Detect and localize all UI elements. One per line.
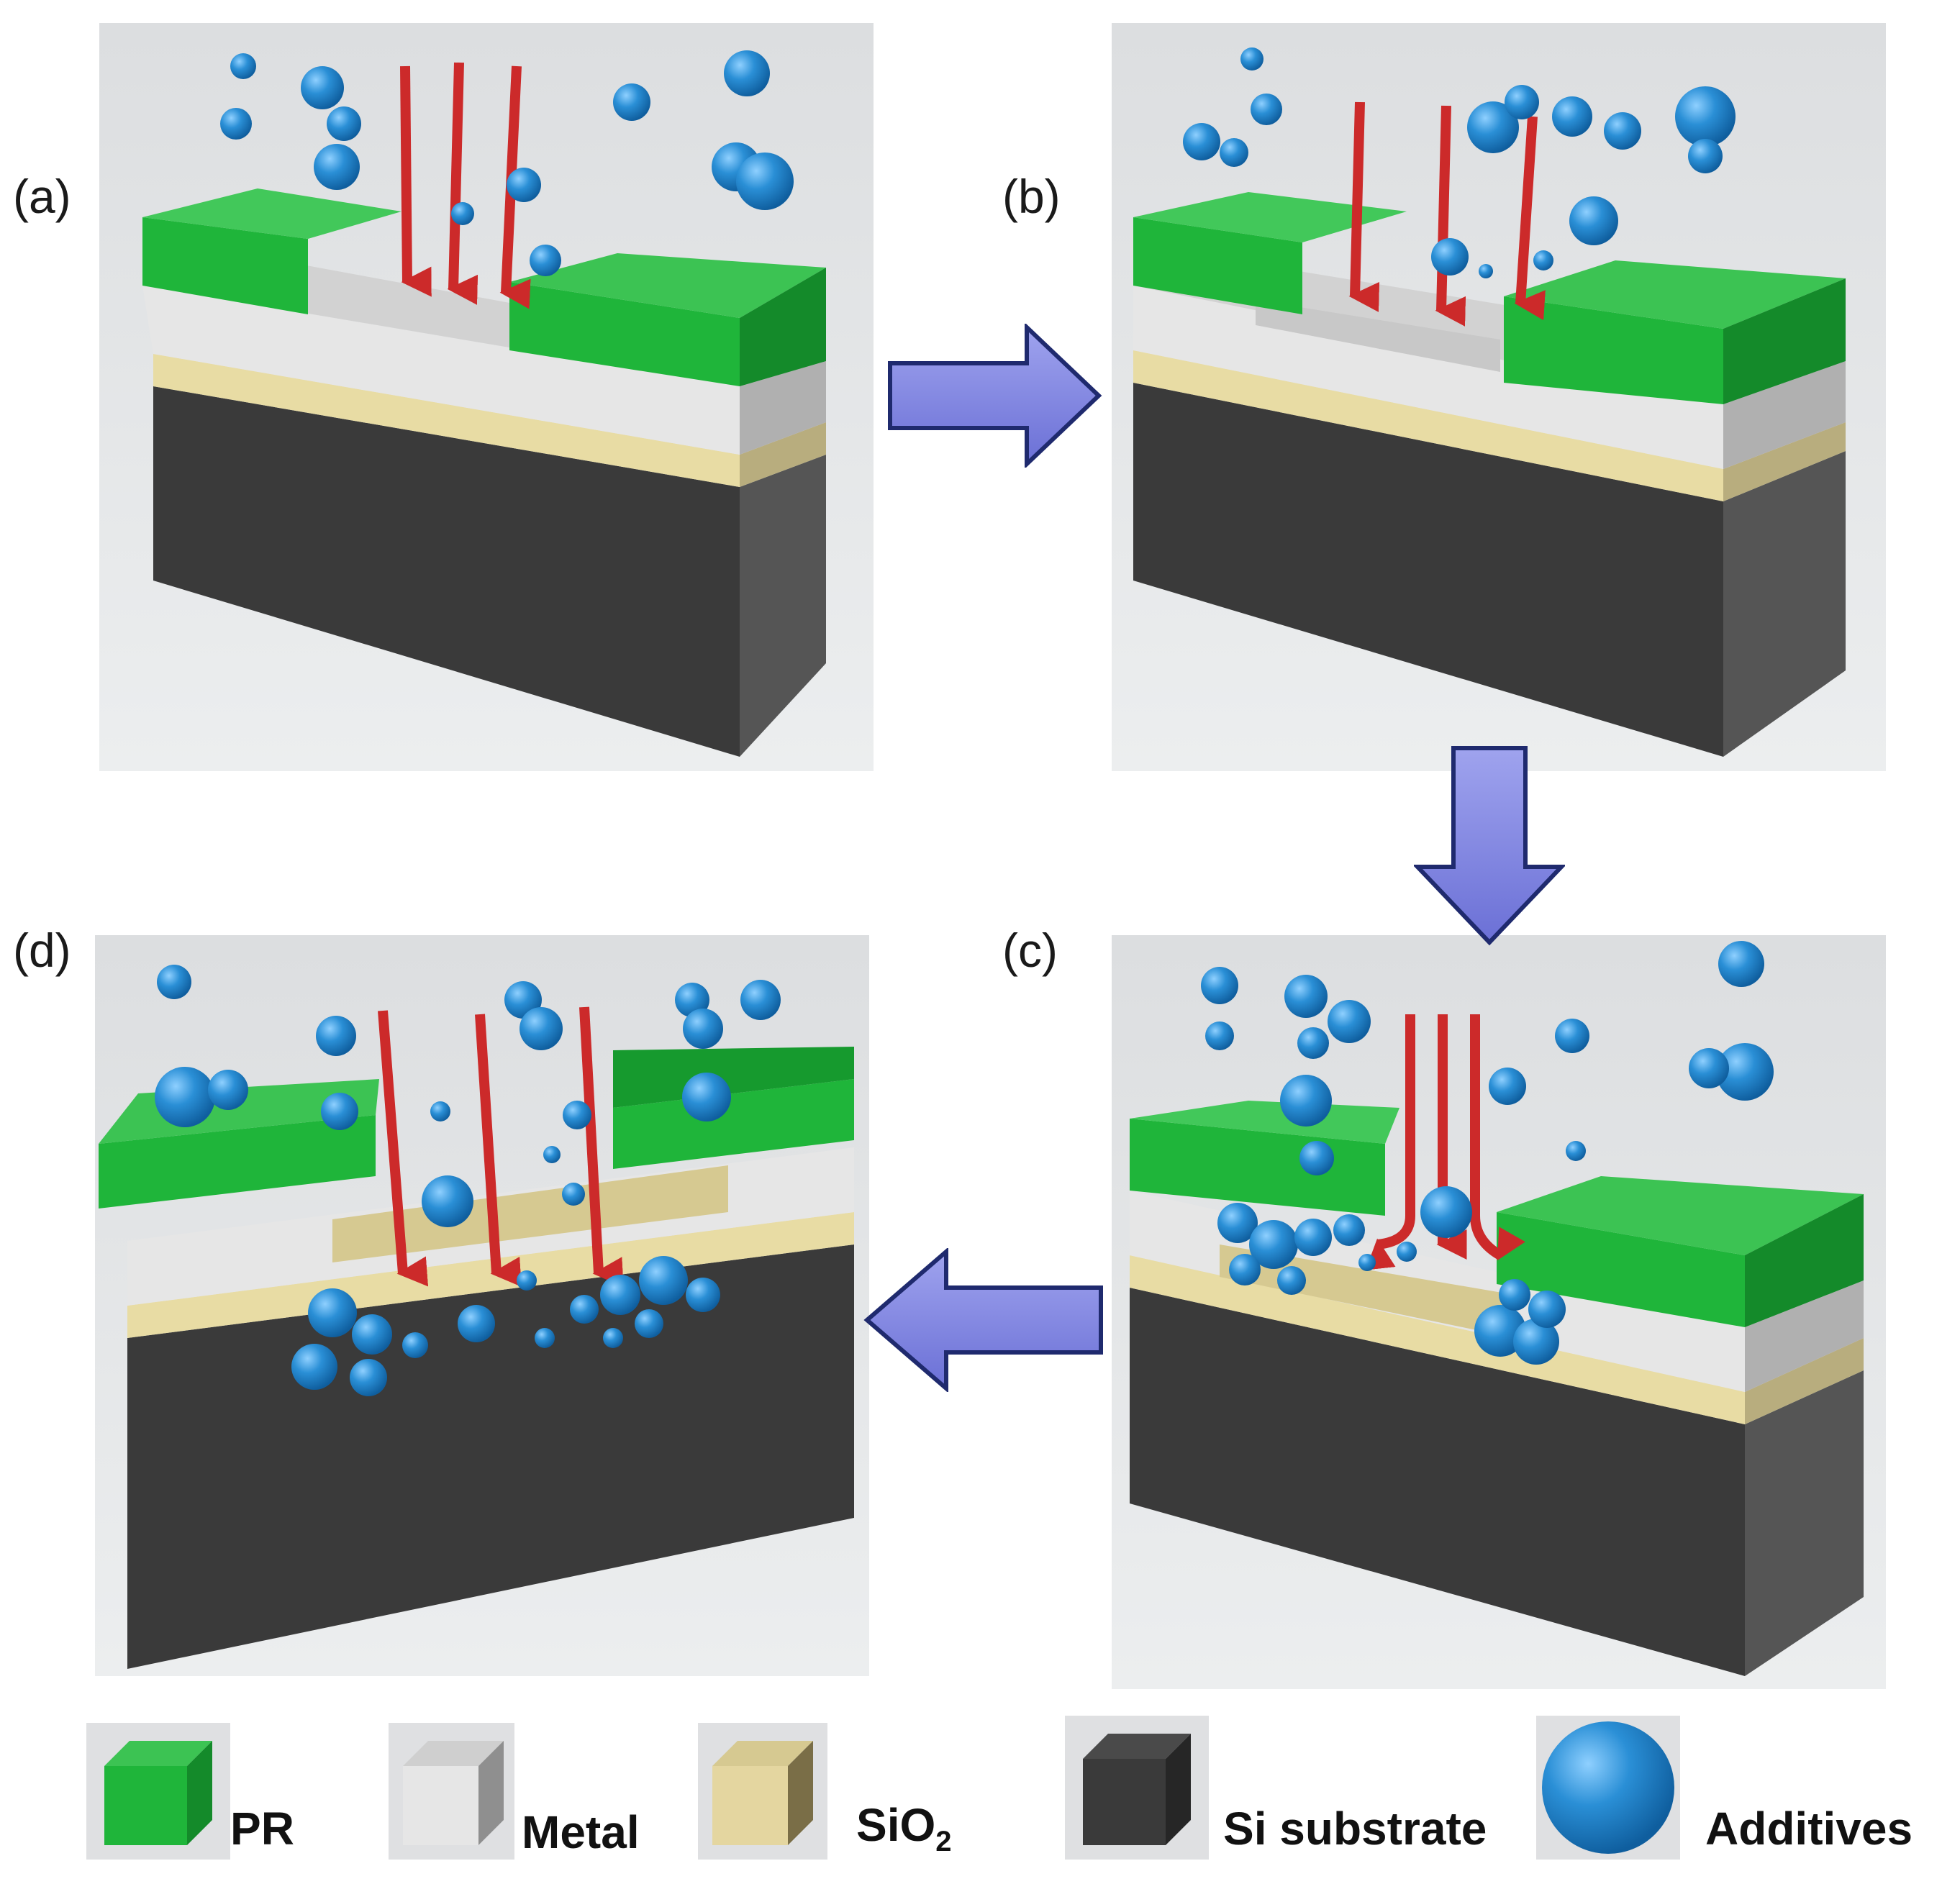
- panel-label-d: (d): [13, 924, 71, 977]
- flow-arrow-down: [1414, 746, 1565, 946]
- panel-c: [1112, 935, 1886, 1689]
- pr-block-left-top: [1130, 1101, 1399, 1144]
- panel-label-c: (c): [1002, 924, 1058, 977]
- ion-arrow: [378, 1010, 429, 1287]
- panel-a: [99, 23, 874, 771]
- pr-block-right-front: [613, 1079, 854, 1169]
- pr-block-right-front: [1504, 296, 1723, 404]
- si-substrate-swatch-icon: [1065, 1716, 1209, 1860]
- ion-arrow: [400, 65, 432, 297]
- panel-d: [95, 935, 869, 1676]
- exposed-sio2-trench: [332, 1165, 728, 1262]
- ion-arrow: [447, 62, 478, 305]
- panel-c-diagram: [1112, 935, 1886, 1689]
- panel-label-b: (b): [1002, 170, 1061, 223]
- si-substrate-front: [153, 386, 740, 757]
- sio2-swatch-icon: [698, 1723, 827, 1860]
- metal-layer-side: [1745, 1280, 1864, 1392]
- additives-swatch-icon: [1536, 1716, 1680, 1860]
- flow-arrow-right: [888, 324, 1102, 468]
- pr-swatch-icon: [86, 1723, 230, 1860]
- panel-a-diagram: [99, 23, 874, 771]
- pr-block-left-front: [142, 217, 308, 314]
- panel-b: [1112, 23, 1886, 771]
- additives-legend-label: Additives: [1705, 1803, 1913, 1855]
- si-substrate-front: [1130, 1288, 1745, 1676]
- pr-block-right-side: [1723, 278, 1846, 404]
- panel-d-diagram: [95, 935, 869, 1676]
- ion-arrow: [475, 1014, 522, 1287]
- sio2-layer-front: [1130, 1255, 1745, 1424]
- etched-recess: [1256, 300, 1500, 372]
- pr-block-right-front: [509, 282, 740, 386]
- pr-block-right-top: [509, 253, 826, 318]
- sio2-layer-front: [1133, 350, 1723, 501]
- si-substrate-side: [740, 455, 826, 757]
- pr-block-right-front: [1497, 1212, 1745, 1327]
- metal-layer-side: [740, 361, 826, 455]
- pr-block-right-side: [740, 268, 826, 386]
- additive-bubbles: [1201, 941, 1774, 1365]
- si-substrate-legend-label: Si substrate: [1223, 1803, 1487, 1855]
- pr-block-right-top: [1504, 260, 1846, 329]
- metal-layer-front: [1133, 286, 1723, 469]
- si-substrate-front: [1133, 383, 1723, 757]
- ion-arrow: [1514, 116, 1546, 321]
- ion-arrow: [1365, 1014, 1415, 1270]
- pr-block-right-top: [1497, 1176, 1864, 1255]
- si-substrate-side: [1745, 1370, 1864, 1676]
- pr-block-left-front: [99, 1115, 376, 1209]
- flow-arrow-left: [863, 1248, 1103, 1392]
- sio2-legend-label: SiO2: [856, 1799, 952, 1857]
- ion-arrow: [1470, 1014, 1525, 1261]
- metal-legend-label: Metal: [522, 1806, 640, 1858]
- metal-swatch-icon: [389, 1723, 514, 1860]
- ion-arrow: [579, 1006, 624, 1288]
- additive-bubbles: [1183, 47, 1736, 278]
- ion-arrow: [1435, 105, 1466, 327]
- sio2-layer-side: [1745, 1338, 1864, 1424]
- pr-block-left-front: [1133, 217, 1302, 314]
- metal-layer-side: [1723, 361, 1846, 469]
- ion-arrow: [1348, 101, 1380, 312]
- additive-bubbles: [155, 965, 781, 1396]
- sio2-layer-front: [153, 354, 740, 487]
- metal-layer-front: [142, 286, 740, 455]
- sio2-layer-side: [740, 422, 826, 487]
- panel-label-a: (a): [13, 170, 71, 223]
- pr-block-right-side: [1745, 1194, 1864, 1327]
- pr-legend-label: PR: [230, 1803, 294, 1855]
- pr-block-left-top: [142, 188, 401, 239]
- panel-b-diagram: [1112, 23, 1886, 771]
- pr-block-right-top: [613, 1047, 854, 1108]
- pr-block-left-top: [1133, 192, 1407, 242]
- sio2-layer-side: [1723, 422, 1846, 501]
- additive-bubbles: [220, 50, 794, 276]
- si-substrate-side: [1723, 451, 1846, 757]
